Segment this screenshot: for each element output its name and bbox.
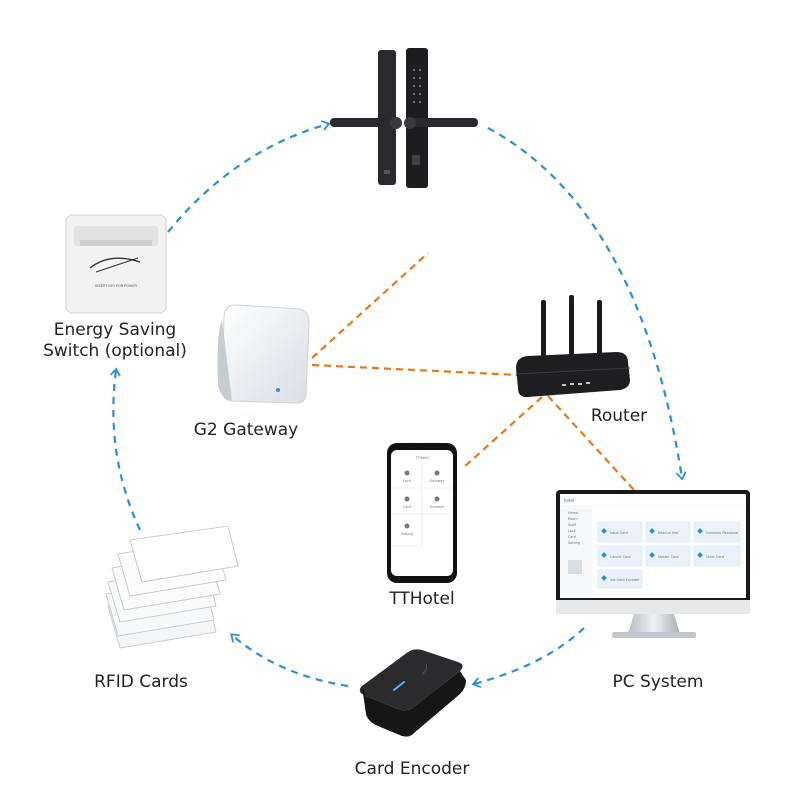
label-energy-saving-switch: Energy Saving Switch (optional) (40, 320, 190, 362)
pc-menu-item: Card (568, 535, 576, 539)
pc-menu-item: Home (568, 511, 578, 515)
pc-tile-label: Master Card (658, 555, 679, 559)
arrow-encoder-to-rfid (232, 635, 349, 688)
rfid-cards-stack (105, 525, 239, 649)
phone-item-setting: Setting (401, 532, 413, 536)
orange-network-links (311, 252, 635, 491)
router-device (515, 295, 631, 398)
arrow-lock-to-pc (487, 127, 682, 478)
pc-tile-label: Read or Key (658, 531, 678, 535)
card-encoder-device (359, 649, 466, 737)
arrow-switch-to-lock (167, 124, 328, 233)
phone-item-card: Card (403, 505, 411, 509)
pc-tile-label: Clear Card (706, 555, 724, 559)
link-router-pc (547, 395, 635, 491)
pc-menu-item: Lock (568, 529, 576, 533)
link-router-phone (463, 396, 543, 468)
tthotel-phone: TTHotel Lock Gateway Card Encoder Settin… (387, 443, 457, 583)
link-gateway-router (311, 363, 519, 377)
qr-code (568, 560, 582, 574)
phone-title: TTHotel (414, 456, 428, 460)
label-g2-gateway: G2 Gateway (193, 420, 299, 440)
phone-item-encoder: Encoder (430, 505, 444, 509)
pc-monitor: hotel Home Room Staff Lock Card Setting … (556, 490, 750, 638)
pc-tile-label: Issue Card (610, 531, 628, 535)
energy-saving-switch: INSERT KEY FOR POWER (65, 214, 167, 314)
smart-door-lock (330, 48, 478, 188)
pc-logo-text: hotel (564, 498, 574, 503)
phone-item-lock: Lock (403, 479, 411, 483)
g2-gateway-device (217, 304, 310, 404)
label-rfid-cards: RFID Cards (94, 672, 188, 692)
label-tthotel: TTHotel (389, 589, 455, 609)
label-router: Router (590, 406, 648, 426)
arrow-pc-to-encoder (474, 627, 585, 684)
pc-tile-label: Common Password (706, 531, 738, 535)
arrow-rfid-to-switch (113, 370, 141, 531)
label-energy-saving-switch-text: Energy Saving Switch (optional) (43, 320, 187, 361)
phone-item-gateway: Gateway (430, 479, 445, 483)
switch-print-text: INSERT KEY FOR POWER (95, 284, 137, 288)
pc-menu-item: Setting (568, 541, 580, 545)
pc-tile-label: Set Card Encoder (610, 578, 640, 582)
label-card-encoder: Card Encoder (354, 759, 470, 779)
pc-menu-item: Room (568, 517, 578, 521)
pc-tile-label: Cancel Card (610, 555, 631, 559)
label-pc-system: PC System (612, 672, 704, 692)
blue-cycle-arrows (113, 124, 682, 686)
link-gateway-lock (311, 252, 429, 359)
pc-menu-item: Staff (568, 523, 577, 527)
